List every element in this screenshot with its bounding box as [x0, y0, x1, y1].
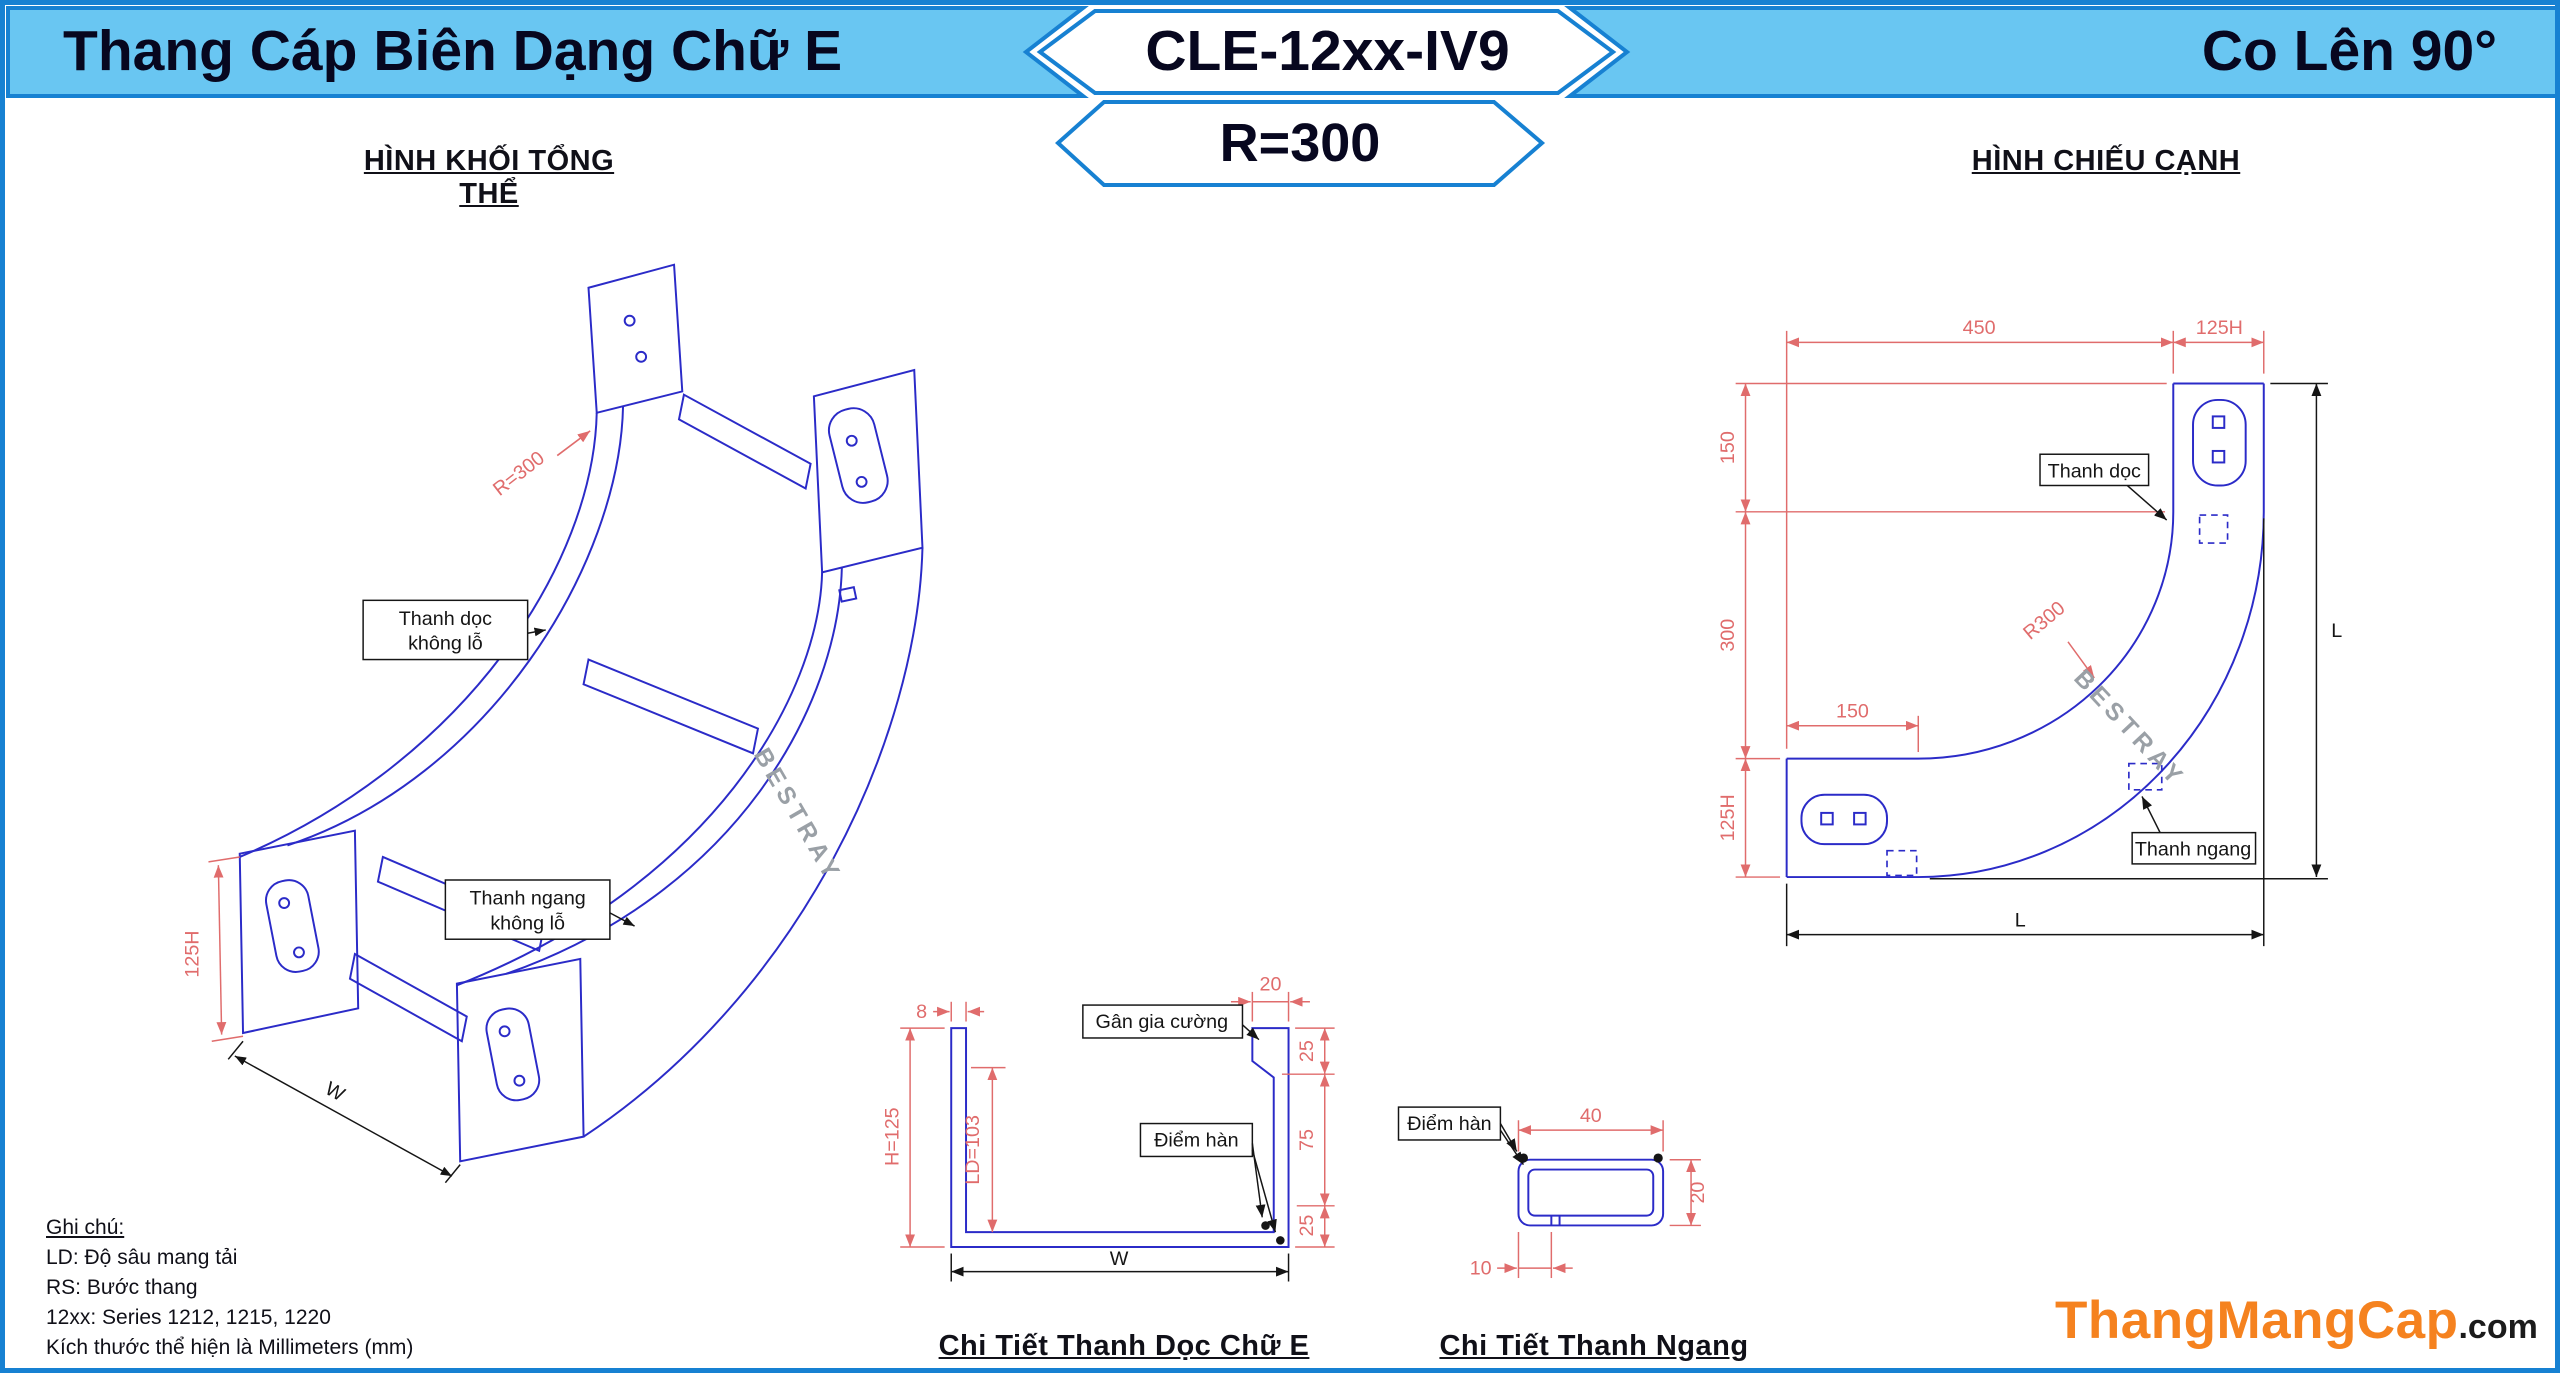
side-dim-450-text: 450 — [1963, 317, 1996, 339]
rail-dim-w-text: W — [1110, 1248, 1129, 1270]
header-radius-hexagon — [1055, 100, 1546, 187]
brand-tld: .com — [2458, 1308, 2538, 1346]
overall-view-title: HÌNH KHỐI TỔNG THỂ — [363, 145, 615, 210]
sheet-title: Thang Cáp Biên Dạng Chữ E — [63, 19, 843, 83]
side-dim-125h-top-text: 125H — [2196, 317, 2243, 339]
rung-dim-10 — [1497, 1232, 1573, 1279]
header-right-panel — [1564, 6, 2555, 98]
iso-radius-label: R=300 — [489, 447, 549, 500]
iso-watermark: BESTRAY — [748, 744, 846, 887]
side-dim-150v-text: 150 — [1717, 431, 1739, 464]
model-code: CLE-12xx-IV9 — [1145, 19, 1510, 83]
rail-weld-callout: Điểm hàn — [1139, 1122, 1277, 1233]
side-dim-l-right-text: L — [2331, 620, 2342, 642]
side-view-drawing: 450 125H 150 300 125H 150 R300 — [1717, 317, 2342, 947]
iso-rung-callout-line1: Thanh ngang — [469, 888, 585, 910]
rail-dim-8 — [933, 1001, 985, 1022]
iso-rung-callout-line2: không lỗ — [490, 911, 565, 934]
note-line: Kích thước thể hiện là Millimeters (mm) — [46, 1336, 414, 1359]
iso-dim-125h — [208, 856, 244, 1042]
rail-detail-drawing: 20 25 75 25 8 H=125 — [882, 973, 1335, 1282]
weld-point-dot — [1261, 1221, 1270, 1230]
side-dim-150h — [1786, 715, 1920, 753]
iso-radius-leader — [556, 430, 591, 457]
iso-rung-callout: Thanh ngang không lỗ — [444, 879, 635, 940]
iso-dim-125h-text: 125H — [182, 930, 204, 977]
iso-rail-callout-line1: Thanh dọc — [399, 608, 492, 630]
rail-dim-ld-text: LD=103 — [962, 1115, 984, 1185]
rung-dim-10-text: 10 — [1470, 1258, 1492, 1280]
brand-logo: ThangMangCap.com — [2055, 1290, 2538, 1351]
rung-dim-20 — [1669, 1158, 1701, 1227]
rail-dim-8-text: 8 — [916, 1001, 927, 1023]
rail-dim-h — [900, 1027, 945, 1248]
radius-code: R=300 — [1219, 112, 1381, 173]
side-dim-l-bottom-text: L — [2015, 909, 2026, 931]
rail-dim-w — [950, 1253, 1290, 1282]
iso-rail-callout: Thanh dọc không lỗ — [362, 599, 546, 661]
side-rung-callout: Thanh ngang — [2131, 796, 2257, 865]
rung-tube-body — [1517, 1158, 1665, 1227]
side-dim-top — [1785, 330, 2265, 749]
view-type-title: Co Lên 90° — [2201, 19, 2497, 83]
iso-dim-w-text: W — [321, 1078, 348, 1106]
note-line: LD: Độ sâu mang tải — [46, 1246, 238, 1269]
rail-dim-75-text: 75 — [1296, 1129, 1318, 1151]
isometric-view-drawing: R=300 Thanh dọc không lỗ Thanh ngang khô… — [182, 263, 924, 1184]
rail-dim-right — [1281, 1027, 1335, 1248]
rung-weld-callout: Điểm hàn — [1397, 1106, 1525, 1166]
rail-rib-callout-text: Gân gia cường — [1096, 1011, 1229, 1033]
rail-dim-20-text: 20 — [1259, 973, 1281, 995]
rail-dim-20 — [1230, 991, 1310, 1022]
rung-detail-title: Chi Tiết Thanh Ngang — [1439, 1330, 1749, 1362]
rung-weld-callout-text: Điểm hàn — [1407, 1113, 1491, 1135]
brand-name: ThangMangCap — [2055, 1291, 2459, 1350]
side-radius-leader — [2067, 641, 2095, 679]
rung-detail-drawing: 40 20 10 Điểm hàn — [1397, 1105, 1709, 1280]
side-view-title: HÌNH CHIẾU CẠNH — [1971, 145, 2241, 177]
rail-rib-callout: Gân gia cường — [1082, 1004, 1260, 1041]
rail-dim-25top-text: 25 — [1296, 1040, 1318, 1062]
notes-block: Ghi chú: LD: Độ sâu mang tải RS: Bước th… — [46, 1213, 413, 1363]
side-dim-left — [1735, 382, 2167, 878]
rung-dim-20-text: 20 — [1687, 1182, 1709, 1204]
side-dim-300-text: 300 — [1717, 619, 1739, 652]
iso-ladder-body — [238, 263, 924, 1163]
note-line: 12xx: Series 1212, 1215, 1220 — [46, 1306, 331, 1329]
weld-point-dot — [1276, 1236, 1285, 1245]
rung-dim-40-text: 40 — [1580, 1105, 1602, 1127]
side-dim-l — [1785, 382, 2328, 947]
iso-rail-callout-line2: không lỗ — [408, 632, 483, 655]
side-rail-callout-text: Thanh dọc — [2048, 460, 2141, 482]
rail-dim-h-text: H=125 — [882, 1107, 904, 1166]
rail-dim-25bottom-text: 25 — [1296, 1215, 1318, 1237]
rail-detail-title: Chi Tiết Thanh Dọc Chữ E — [938, 1330, 1310, 1362]
rail-weld-callout-text: Điểm hàn — [1154, 1130, 1238, 1152]
header-code-hexagon — [1036, 9, 1617, 95]
weld-point-dot — [1518, 1153, 1529, 1163]
rung-dim-40 — [1517, 1120, 1664, 1152]
rail-profile-outline — [950, 1027, 1290, 1248]
rail-dim-ld — [970, 1066, 1006, 1233]
side-radius-label: R300 — [2019, 597, 2069, 644]
side-rung-callout-text: Thanh ngang — [2135, 839, 2251, 861]
side-rail-callout: Thanh dọc — [2039, 453, 2168, 521]
side-dim-150h-text: 150 — [1836, 700, 1869, 722]
side-elbow-body — [1785, 382, 2265, 879]
note-line: RS: Bước thang — [46, 1276, 198, 1299]
iso-dim-w — [227, 1040, 461, 1184]
notes-title: Ghi chú: — [46, 1216, 125, 1239]
weld-point-dot — [1653, 1153, 1663, 1163]
side-dim-125h-left-text: 125H — [1717, 794, 1739, 841]
header-banner-shapes — [6, 6, 2555, 187]
header-left-panel — [6, 6, 1089, 98]
